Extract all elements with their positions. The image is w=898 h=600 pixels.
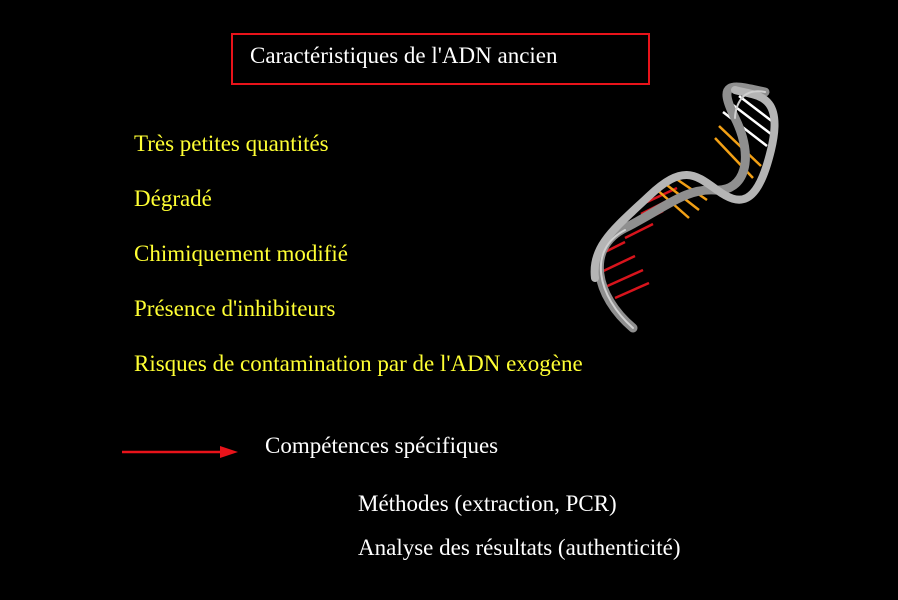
characteristic-item: Dégradé — [134, 186, 212, 211]
competence-item: Méthodes (extraction, PCR) — [358, 491, 617, 516]
competences-list: Méthodes (extraction, PCR) Analyse des r… — [358, 488, 681, 576]
dna-strands — [590, 82, 779, 333]
characteristic-item: Présence d'inhibiteurs — [134, 296, 336, 321]
characteristics-list: Très petites quantités Dégradé Chimiquem… — [134, 128, 583, 403]
dna-helix-icon — [590, 82, 779, 333]
slide-title: Caractéristiques de l'ADN ancien — [250, 43, 558, 68]
right-arrow-icon — [122, 446, 238, 458]
competence-item: Analyse des résultats (authenticité) — [358, 535, 681, 560]
characteristic-item: Risques de contamination par de l'ADN ex… — [134, 351, 583, 376]
title-box — [231, 33, 650, 85]
competences-title: Compétences spécifiques — [265, 433, 499, 458]
characteristic-item: Chimiquement modifié — [134, 241, 348, 266]
characteristic-item: Très petites quantités — [134, 131, 329, 156]
